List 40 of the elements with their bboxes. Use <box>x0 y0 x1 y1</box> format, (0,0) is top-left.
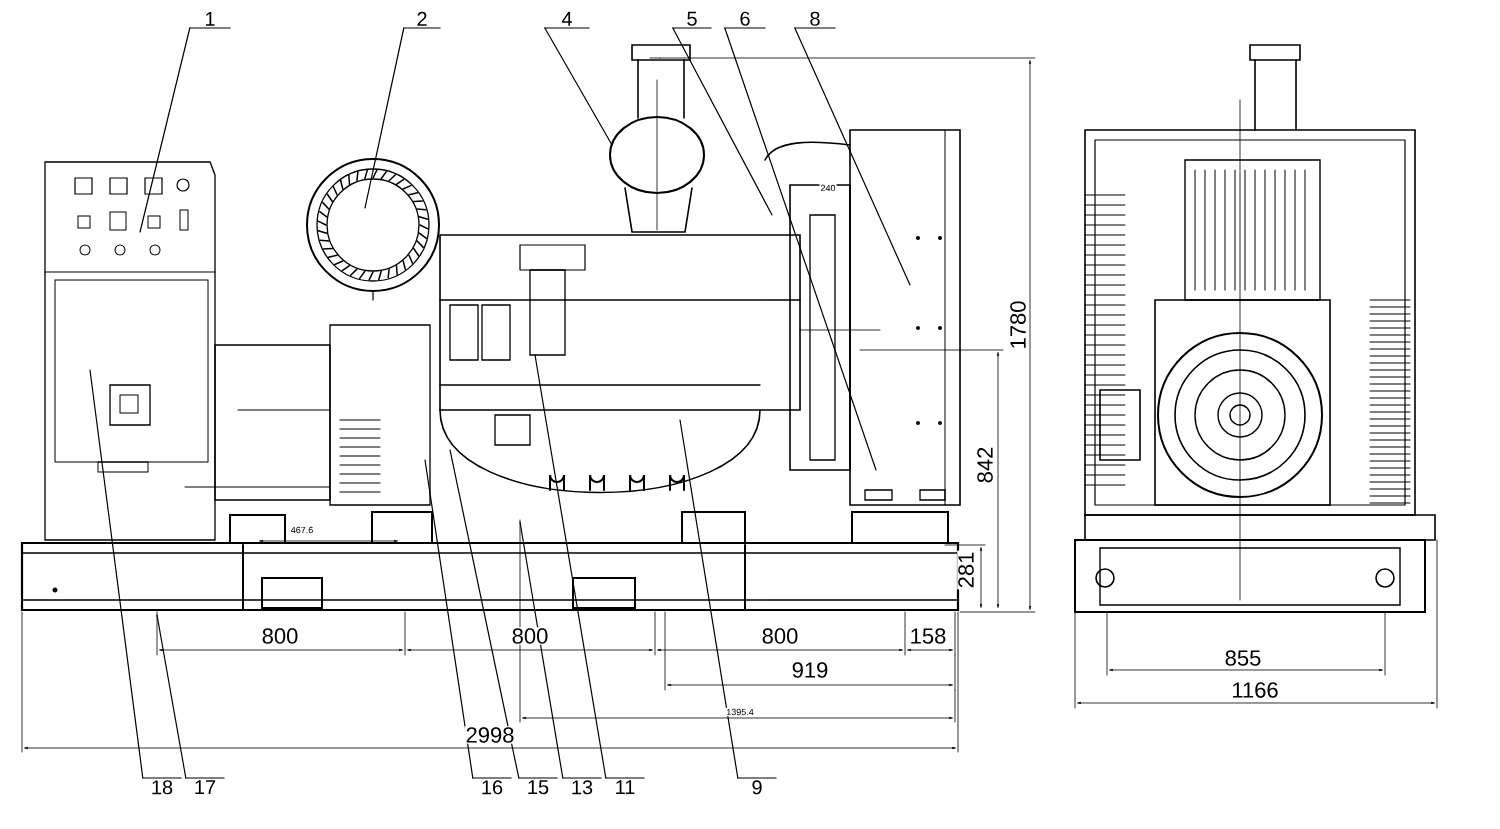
leader-line <box>672 27 773 216</box>
callout-number: 5 <box>672 11 712 29</box>
leader-line <box>364 27 405 209</box>
dimension-label: 467.6 <box>289 525 315 535</box>
dimension-label: 800 <box>260 627 300 645</box>
dimension-label: 842 <box>976 445 994 485</box>
callout-number: 1 <box>189 12 231 29</box>
leader-line <box>724 27 877 471</box>
leader-line <box>156 614 187 779</box>
dimension-label: 240 <box>819 183 837 193</box>
callout-number: 4 <box>544 12 590 29</box>
dimension-label: 1780 <box>1009 299 1027 351</box>
dimension-label: 800 <box>760 627 800 645</box>
leader-line <box>139 27 191 233</box>
leader-line <box>424 459 474 779</box>
dimension-label: 2998 <box>464 726 516 744</box>
callout-number: 11 <box>605 777 645 794</box>
callout-number: 16 <box>472 777 512 795</box>
callout-number: 2 <box>403 11 441 29</box>
leader-line <box>89 369 144 779</box>
dimension-label: 855 <box>1223 649 1263 667</box>
callout-number: 8 <box>794 11 836 29</box>
dimension-label: 281 <box>957 550 975 590</box>
callout-number: 9 <box>737 777 777 795</box>
leader-line <box>794 27 911 286</box>
dimension-label: 919 <box>790 661 830 679</box>
callout-number: 13 <box>562 777 602 795</box>
callout-number: 6 <box>724 11 766 29</box>
callout-number: 18 <box>142 777 182 795</box>
leader-line <box>534 354 607 779</box>
callout-number: 15 <box>518 777 558 795</box>
dimension-label: 158 <box>908 627 948 645</box>
dimension-label: 1166 <box>1230 681 1280 699</box>
leader-line <box>679 419 739 779</box>
callout-number: 17 <box>185 777 225 794</box>
leader-line <box>449 449 520 779</box>
dimension-label: 800 <box>510 627 550 645</box>
dimension-label: 1395.4 <box>725 707 755 717</box>
leader-line <box>519 521 564 779</box>
leader-line <box>544 27 613 146</box>
